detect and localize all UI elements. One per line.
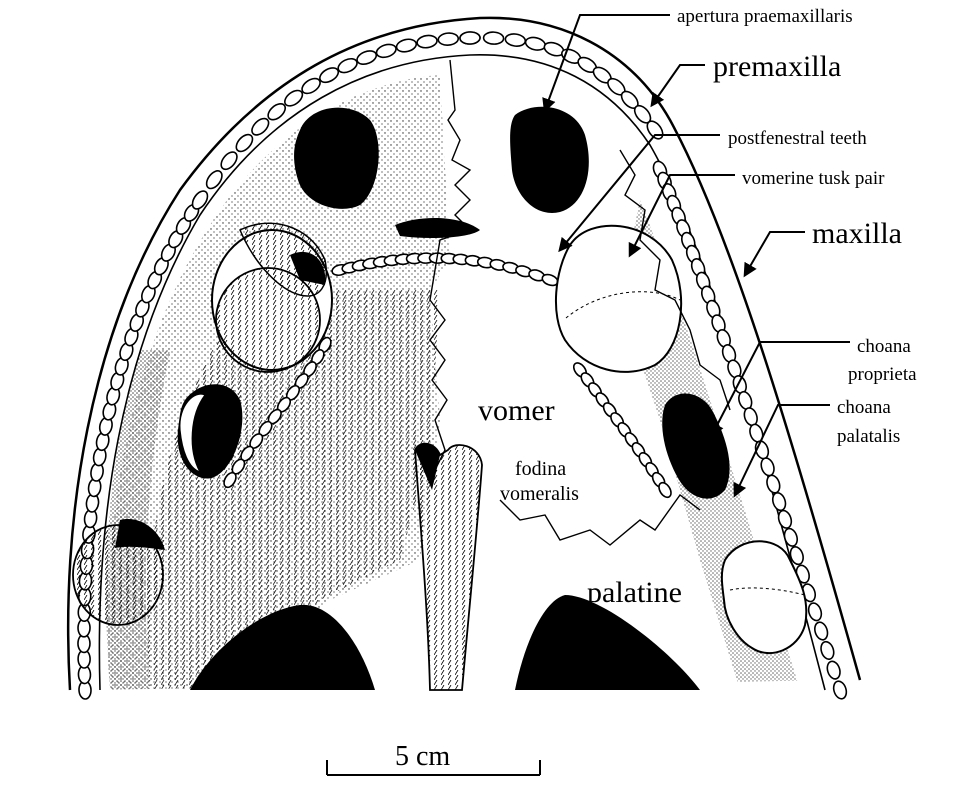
label-vomerine-tusk-pair: vomerine tusk pair [742,168,885,189]
label-vomeralis: vomeralis [500,483,579,505]
label-palatine: palatine [587,576,682,609]
label-fodina: fodina [515,458,566,480]
label-choana-palatalis-line1: choana [837,397,891,418]
apertura-left [294,108,379,209]
tooth [460,32,480,45]
tooth [483,32,504,45]
label-choana-palatalis-line2: palatalis [837,426,900,447]
vomerine-tusk-upper [556,226,681,372]
label-postfenestral-teeth: postfenestral teeth [728,128,867,149]
label-premaxilla: premaxilla [713,50,841,83]
label-maxilla: maxilla [812,217,902,250]
label-choana-proprieta-line1: choana [857,336,911,357]
label-choana-proprieta-line2: proprieta [848,364,917,385]
label-vomer: vomer [478,394,555,427]
label-apertura-praemaxillaris: apertura praemaxillaris [677,6,853,27]
tooth [832,680,849,701]
scale-bar-label: 5 cm [395,741,450,772]
